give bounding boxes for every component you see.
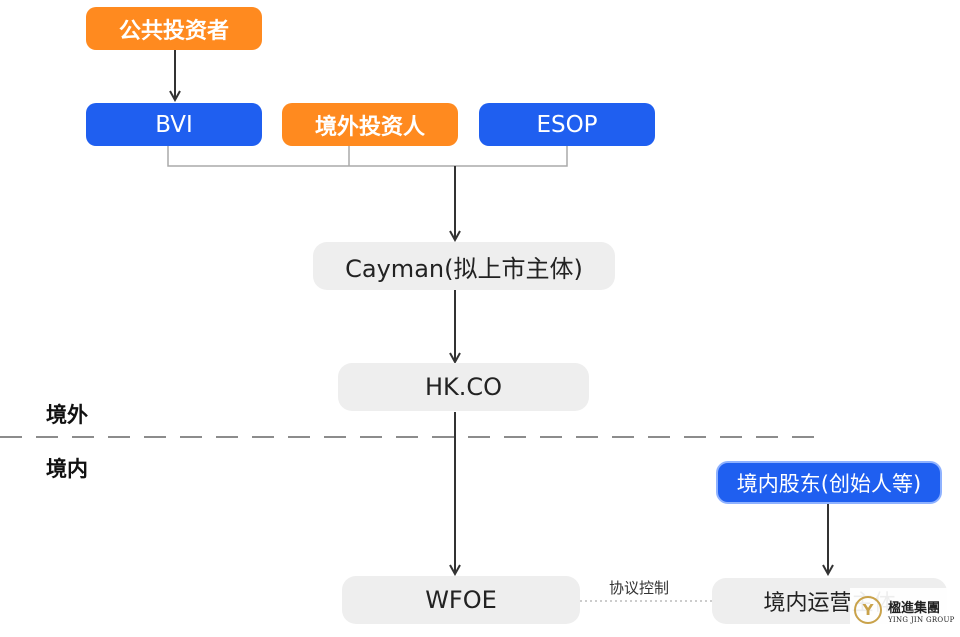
logo-mark-icon: Y [854,596,882,624]
logo-chinese-name: 楹進集團 [888,600,941,616]
node-hkco: HK.CO [338,363,589,411]
node-wfoe: WFOE [342,576,580,624]
logo-english-name: YING JIN GROUP [888,615,955,624]
node-public-investors: 公共投资者 [86,7,262,50]
region-label-overseas: 境外 [46,403,88,427]
node-overseas-investors: 境外投资人 [282,103,458,146]
edge-label-agreement-control: 协议控制 [609,579,670,597]
node-bvi: BVI [86,103,262,146]
ying-jin-group-logo: Y 楹進集團 YING JIN GROUP [850,588,960,632]
node-esop: ESOP [479,103,655,146]
region-label-domestic: 境内 [46,457,88,481]
node-domestic-shareholders: 境内股东(创始人等) [716,461,942,504]
node-cayman: Cayman(拟上市主体) [313,242,615,290]
merge-bracket [167,146,568,167]
